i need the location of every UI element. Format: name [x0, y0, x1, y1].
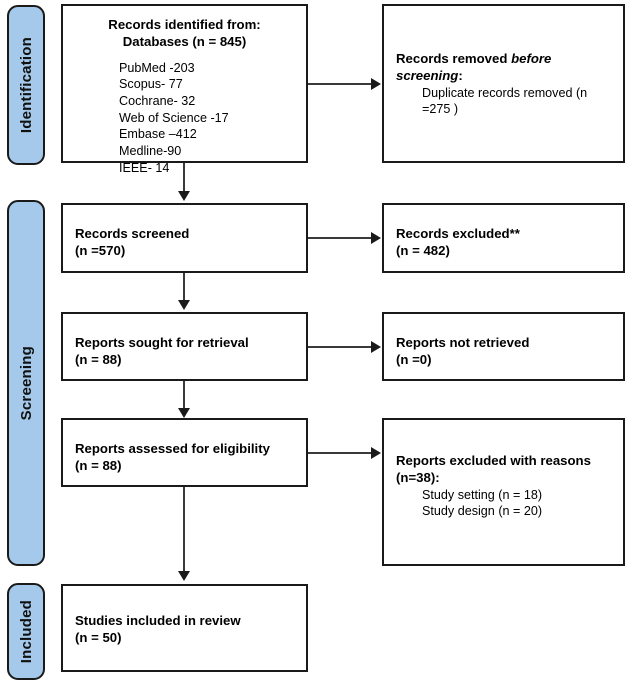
database-list-item: PubMed -203 [119, 60, 195, 75]
connector-screened-to-sought-arrowhead [178, 300, 190, 310]
exclusion-reason-item: Study design (n = 20) [422, 504, 543, 519]
connector-assessed-to-included-arrowhead [178, 571, 190, 581]
connector-sought-to-not-retrieved-arrowhead [371, 341, 381, 353]
box-reports-excluded-title: Reports excluded with reasons [396, 453, 591, 468]
database-list: PubMed -203 Scopus- 77 Cochrane- 32 Web … [119, 60, 294, 176]
box-records-excluded: Records excluded** (n = 482) [382, 203, 625, 273]
connector-assessed-to-excluded-reasons [308, 452, 372, 454]
box-studies-included: Studies included in review (n = 50) [61, 584, 308, 672]
box-reports-not-retrieved-count: (n =0) [396, 352, 432, 368]
box-reports-sought-count: (n = 88) [75, 352, 122, 368]
database-list-item: IEEE- 14 [119, 160, 170, 175]
database-list-item: Scopus- 77 [119, 77, 183, 92]
box-reports-excluded-count: (n=38): [396, 470, 440, 486]
database-list-item: Medline-90 [119, 143, 182, 158]
box-records-removed-detail: Duplicate records removed (n =275 ) [422, 85, 588, 117]
box-reports-excluded-with-reasons: Reports excluded with reasons (n=38): St… [382, 418, 625, 566]
box-studies-included-title: Studies included in review [75, 613, 241, 628]
box-reports-assessed: Reports assessed for eligibility (n = 88… [61, 418, 308, 487]
box-reports-not-retrieved: Reports not retrieved (n =0) [382, 312, 625, 381]
box-records-removed-title-suffix: : [458, 68, 463, 84]
box-records-identified: Records identified from: Databases (n = … [61, 4, 308, 175]
database-list-item: Embase –412 [119, 127, 197, 142]
box-records-removed-before-screening: Records removed before screening: Duplic… [382, 4, 625, 163]
box-records-removed-title-italic: before screening [396, 51, 552, 84]
box-records-excluded-title: Records excluded** [396, 226, 520, 241]
box-records-identified-title-line2: Databases (n = 845) [122, 34, 247, 50]
connector-assessed-to-included [183, 487, 185, 573]
box-reports-assessed-title: Reports assessed for eligibility [75, 441, 270, 456]
database-list-item: Cochrane- 32 [119, 94, 196, 109]
box-studies-included-count: (n = 50) [75, 630, 122, 646]
connector-sought-to-assessed [183, 381, 185, 410]
box-records-removed-title: Records removed before screening: [396, 50, 611, 85]
stage-label-included-text: Included [17, 599, 35, 664]
box-records-removed-title-prefix: Records removed [396, 51, 512, 66]
connector-identified-to-screened [183, 163, 185, 193]
stage-label-screening: Screening [7, 200, 45, 566]
connector-assessed-to-excluded-reasons-arrowhead [371, 447, 381, 459]
connector-identified-to-removed-arrowhead [371, 78, 381, 90]
box-records-screened-count: (n =570) [75, 243, 126, 259]
box-reports-not-retrieved-title: Reports not retrieved [396, 335, 530, 350]
box-reports-sought: Reports sought for retrieval (n = 88) [61, 312, 308, 381]
stage-label-screening-text: Screening [17, 345, 35, 421]
database-list-item: Web of Science -17 [119, 110, 229, 125]
connector-screened-to-excluded-arrowhead [371, 232, 381, 244]
connector-sought-to-not-retrieved [308, 346, 372, 348]
connector-identified-to-screened-arrowhead [178, 191, 190, 201]
stage-label-identification-text: Identification [17, 36, 35, 134]
connector-identified-to-removed [308, 83, 372, 85]
box-records-screened-title: Records screened [75, 226, 190, 241]
connector-sought-to-assessed-arrowhead [178, 408, 190, 418]
box-records-screened: Records screened (n =570) [61, 203, 308, 273]
connector-screened-to-excluded [308, 237, 372, 239]
connector-screened-to-sought [183, 273, 185, 302]
box-records-identified-title-line1: Records identified from: [108, 17, 261, 32]
box-reports-assessed-count: (n = 88) [75, 458, 122, 474]
box-records-excluded-count: (n = 482) [396, 243, 450, 259]
box-reports-sought-title: Reports sought for retrieval [75, 335, 249, 350]
stage-label-included: Included [7, 583, 45, 680]
exclusion-reason-item: Study setting (n = 18) [422, 487, 543, 502]
stage-label-identification: Identification [7, 5, 45, 165]
